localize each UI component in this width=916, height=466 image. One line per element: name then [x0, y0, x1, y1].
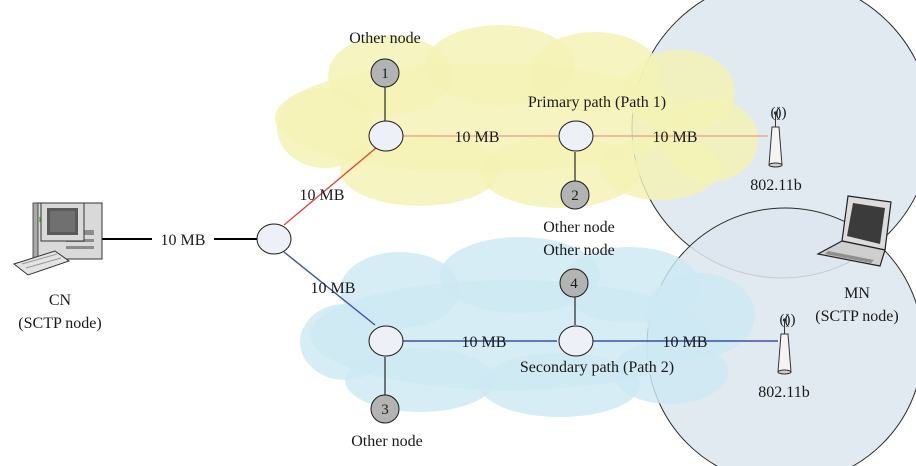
router-secondary-left: [368, 325, 404, 357]
access-point-primary-label: 802.11b: [750, 177, 801, 194]
link-label-secondary-middle: 10 MB: [462, 334, 507, 351]
other-node-number: 1: [381, 66, 389, 82]
wireless-antenna-icon: (( )): [768, 105, 787, 168]
link-label-primary-middle: 10 MB: [455, 129, 500, 146]
cn-role: (SCTP node): [18, 315, 101, 332]
router-secondary-right: [558, 325, 594, 357]
primary-path-cloud: [275, 25, 758, 208]
svg-text:((: ((: [780, 312, 790, 328]
router-primary-left: [368, 120, 404, 152]
other-node-1: 1: [370, 58, 400, 88]
secondary-path-cloud: [300, 237, 755, 417]
link-label-edge-secondary: 10 MB: [311, 280, 356, 297]
other-node-4-label: Other node: [543, 242, 615, 259]
other-node-1-label: Other node: [349, 30, 421, 47]
svg-text:((: ((: [771, 105, 781, 121]
cn-name: CN: [49, 292, 72, 309]
other-node-4: 4: [559, 268, 589, 298]
link-label-secondary-wireless: 10 MB: [663, 334, 708, 351]
mn-role: (SCTP node): [815, 308, 898, 325]
other-node-number: 4: [570, 276, 578, 292]
desktop-computer-icon: [12, 202, 103, 276]
router-primary-right: [558, 120, 594, 152]
other-node-3-label: Other node: [351, 433, 423, 450]
svg-text:)): )): [786, 312, 796, 328]
other-node-2: 2: [560, 180, 590, 210]
link-edge-primary-router: [283, 147, 377, 226]
router-edge: [256, 223, 292, 255]
secondary-path-label: Secondary path (Path 2): [520, 359, 674, 376]
other-node-number: 2: [571, 188, 579, 204]
primary-path-label: Primary path (Path 1): [528, 94, 666, 111]
access-point-secondary-label: 802.11b: [758, 384, 809, 401]
other-node-2-label: Other node: [543, 219, 615, 236]
link-label-primary-wireless: 10 MB: [653, 129, 698, 146]
other-node-number: 3: [381, 402, 389, 418]
link-label-cn-edge: 10 MB: [161, 232, 206, 249]
link-label-edge-primary: 10 MB: [300, 187, 345, 204]
link-edge-secondary-router: [283, 251, 376, 326]
router-nodes: [256, 120, 594, 357]
mn-name: MN: [844, 285, 870, 302]
svg-text:)): )): [777, 105, 787, 121]
other-node-3: 3: [370, 394, 400, 424]
wireless-antenna-icon: (( )): [777, 312, 796, 375]
laptop-icon: [816, 195, 892, 267]
